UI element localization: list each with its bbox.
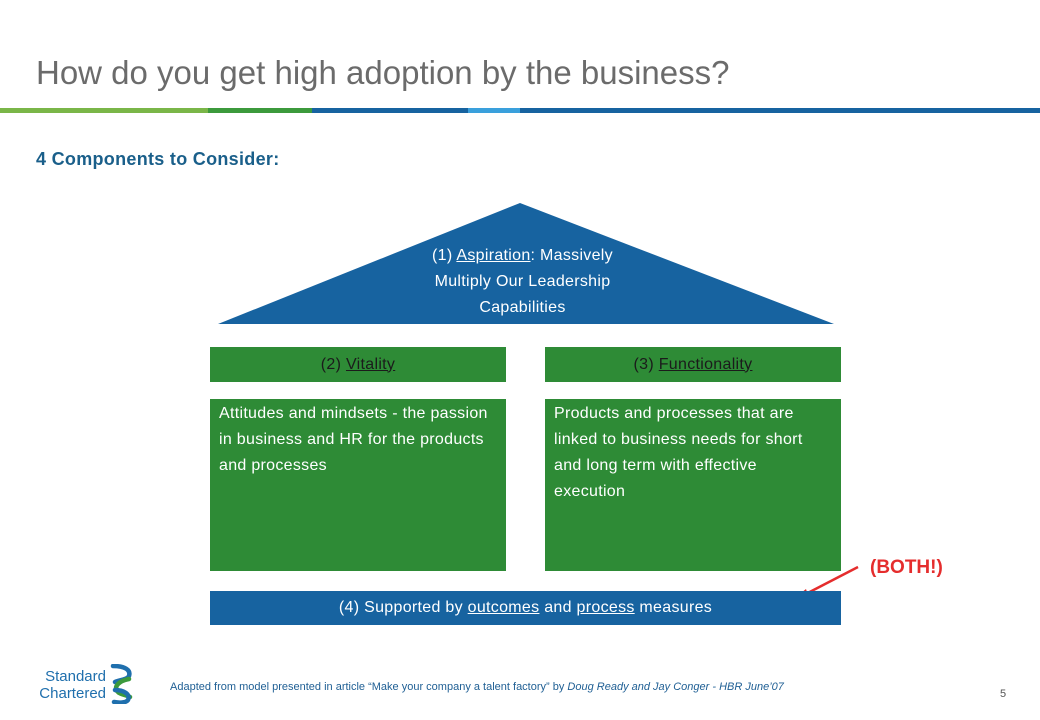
footnote-text-2: - HBR June’07 [712, 681, 784, 693]
both-callout: (BOTH!) [870, 557, 943, 578]
pillar-vitality-body: Attitudes and mindsets - the passion in … [210, 399, 506, 571]
logo-text: Standard Chartered [38, 668, 106, 702]
roof-line-1: (1) Aspiration: Massively [380, 243, 665, 269]
standard-chartered-logo-icon [110, 664, 133, 704]
roof-line-3: Capabilities [479, 299, 566, 316]
pillar-vitality-num: (2) [320, 355, 342, 373]
logo-line-2: Chartered [39, 685, 106, 702]
subtitle: 4 Components to Consider: [36, 149, 280, 169]
pillar-functionality-num: (3) [633, 355, 654, 373]
title-stripe-navy-2 [520, 108, 1040, 113]
footnote-authors: Doug Ready and Jay Conger [567, 681, 710, 693]
base-middle: and [544, 599, 572, 616]
roof-label: (1) Aspiration: Massively Multiply Our L… [380, 243, 665, 321]
logo-line-1: Standard [45, 668, 106, 685]
roof-num: (1) [432, 247, 453, 264]
pillar-functionality-header: (3) Functionality [545, 347, 841, 382]
base-word-outcomes: outcomes [467, 599, 540, 616]
title-stripe-navy-1 [312, 108, 468, 113]
footnote-text-1: Adapted from model presented in article … [170, 681, 565, 693]
foundation-bar: (4) Supported by outcomes and process me… [210, 591, 841, 625]
pillar-functionality-keyword: Functionality [658, 355, 753, 373]
roof-keyword: Aspiration [456, 247, 531, 264]
title-stripe-light-green [0, 108, 208, 113]
pillar-vitality-keyword: Vitality [345, 355, 396, 373]
page-number: 5 [1000, 688, 1007, 700]
roof-rest: : Massively [530, 247, 613, 264]
title-stripe-light-blue [468, 108, 520, 113]
base-word-process: process [576, 599, 635, 616]
base-suffix: measures [639, 599, 713, 616]
page-title: How do you get high adoption by the busi… [36, 54, 730, 91]
pillar-functionality-body: Products and processes that are linked t… [545, 399, 841, 571]
title-stripe-green [208, 108, 312, 113]
roof-line-2: Multiply Our Leadership [434, 273, 611, 290]
base-prefix: (4) Supported by [338, 599, 463, 616]
roof-triangle [218, 203, 834, 324]
source-footnote: Adapted from model presented in article … [170, 681, 784, 693]
pillar-vitality-header: (2) Vitality [210, 347, 506, 382]
